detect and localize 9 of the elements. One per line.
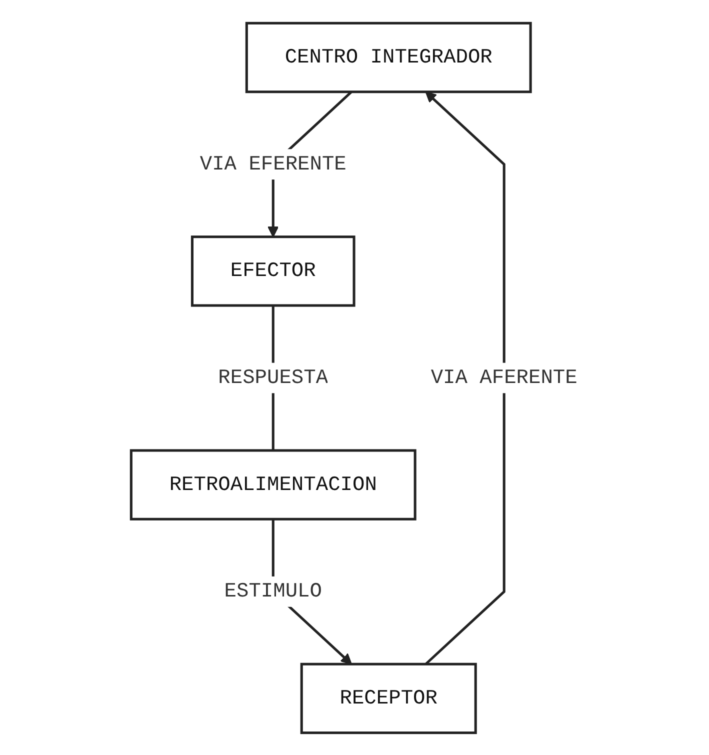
edge-label: ESTIMULO (224, 580, 322, 603)
node-box: CENTRO INTEGRADOR (246, 21, 532, 93)
node-box: EFECTOR (191, 235, 356, 306)
edge-label: VIA AFERENTE (431, 366, 578, 389)
edge-label: RESPUESTA (218, 366, 328, 389)
node-box: RETROALIMENTACION (130, 448, 417, 520)
arrow (425, 90, 506, 665)
node-box: RECEPTOR (300, 662, 478, 734)
edge-label: VIA EFERENTE (200, 152, 347, 176)
